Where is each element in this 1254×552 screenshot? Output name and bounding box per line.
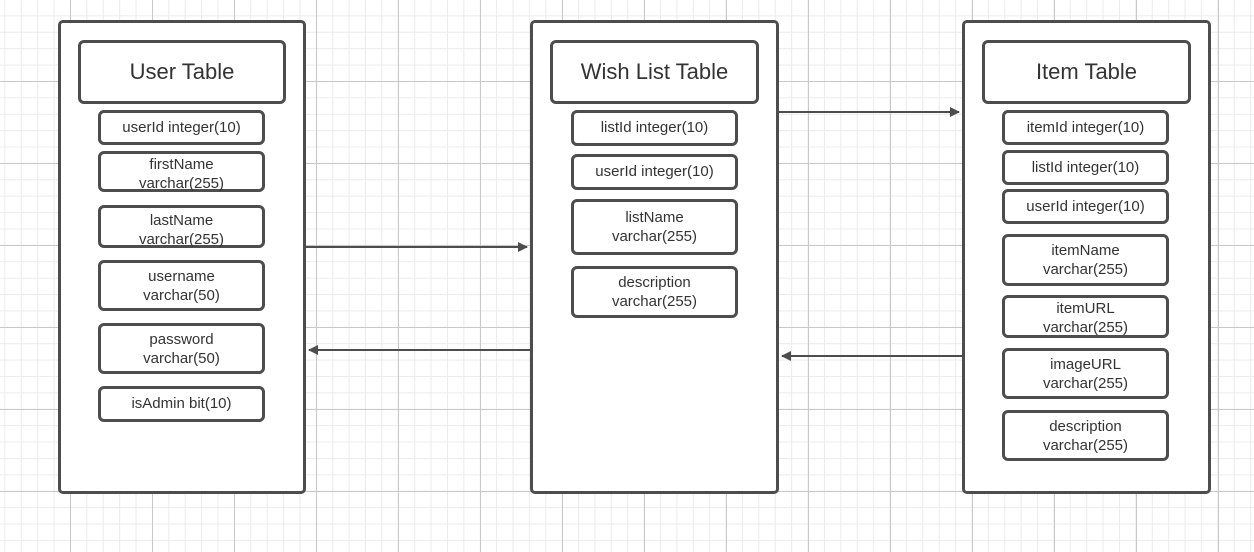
field-type: varchar(255) [1042, 375, 1129, 392]
field-name: listId integer(10) [1031, 159, 1140, 176]
field-name: imageURL [1050, 356, 1121, 373]
field-name: username [148, 268, 215, 285]
user-field-isadmin: isAdmin bit(10) [98, 386, 265, 422]
field-type: varchar(255) [611, 293, 698, 310]
wish-list-table-title: Wish List Table [550, 40, 759, 104]
item-table-title: Item Table [982, 40, 1191, 104]
field-name: itemURL [1056, 300, 1115, 317]
user-field-lastname: lastName varchar(255) [98, 205, 265, 248]
field-type: varchar(255) [611, 228, 698, 245]
user-table-title: User Table [78, 40, 286, 104]
wishlist-field-listname: listName varchar(255) [571, 199, 738, 255]
item-field-imageurl: imageURL varchar(255) [1002, 348, 1169, 399]
item-field-itemname: itemName varchar(255) [1002, 234, 1169, 286]
field-name: itemName [1051, 242, 1120, 259]
field-name: listId integer(10) [600, 119, 709, 136]
field-name: userId integer(10) [122, 119, 241, 136]
field-name: lastName [149, 212, 214, 229]
user-field-firstname: firstName varchar(255) [98, 151, 265, 192]
field-type: varchar(50) [143, 350, 220, 367]
item-field-listid: listId integer(10) [1002, 150, 1169, 185]
field-name: itemId integer(10) [1026, 119, 1145, 136]
item-field-description: description varchar(255) [1002, 410, 1169, 461]
wishlist-field-userid: userId integer(10) [571, 154, 738, 190]
field-type: varchar(255) [1042, 437, 1129, 454]
item-field-itemurl: itemURL varchar(255) [1002, 295, 1169, 338]
field-type: varchar(255) [1042, 319, 1129, 336]
field-name: userId integer(10) [595, 163, 714, 180]
field-type: varchar(50) [143, 287, 220, 304]
field-type: varchar(255) [1042, 261, 1129, 278]
field-type: varchar(255) [138, 231, 225, 248]
item-field-userid: userId integer(10) [1002, 189, 1169, 224]
field-name: password [149, 331, 214, 348]
field-type: varchar(255) [138, 175, 225, 192]
user-field-userid: userId integer(10) [98, 110, 265, 145]
user-field-password: password varchar(50) [98, 323, 265, 374]
field-name: description [1049, 418, 1122, 435]
user-field-username: username varchar(50) [98, 260, 265, 311]
item-field-itemid: itemId integer(10) [1002, 110, 1169, 145]
wishlist-field-description: description varchar(255) [571, 266, 738, 318]
field-name: listName [625, 209, 684, 226]
field-name: userId integer(10) [1026, 198, 1145, 215]
field-name: isAdmin bit(10) [131, 395, 232, 412]
field-name: firstName [149, 156, 214, 173]
wishlist-field-listid: listId integer(10) [571, 110, 738, 146]
field-name: description [618, 274, 691, 291]
